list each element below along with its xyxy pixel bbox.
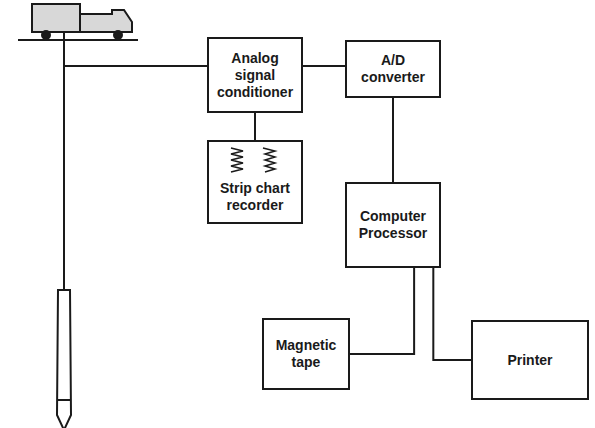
- chart-trace: [231, 148, 243, 172]
- box-label: Strip chart recorder: [215, 180, 295, 214]
- sonde-band: [57, 399, 71, 401]
- connector-line: [350, 268, 414, 354]
- process-box: Computer Processor: [345, 182, 441, 268]
- process-box: Printer: [471, 320, 589, 400]
- connector-line: [392, 98, 394, 182]
- truck-wheel: [114, 31, 122, 39]
- box-label: Computer Processor: [350, 208, 436, 242]
- chart-trace: [263, 148, 275, 172]
- box-label: Printer: [480, 352, 580, 369]
- process-box: Strip chart recorder: [207, 140, 303, 224]
- process-box: Magnetic tape: [262, 318, 350, 390]
- truck-body: [32, 4, 80, 32]
- truck-wheel: [42, 31, 50, 39]
- connector-line: [433, 268, 471, 360]
- box-label: A/D converter: [353, 52, 433, 86]
- signal-cable: [64, 65, 207, 67]
- chart-trace-icon: [225, 146, 285, 174]
- box-label: Analog signal conditioner: [215, 50, 295, 101]
- connector-line: [303, 65, 345, 67]
- process-box: A/D converter: [345, 40, 441, 98]
- truck-cab: [80, 10, 132, 32]
- connector-line: [254, 113, 256, 140]
- logging-sonde: [57, 290, 71, 428]
- box-label: Magnetic tape: [268, 337, 344, 371]
- process-box: Analog signal conditioner: [207, 37, 303, 113]
- logging-cable: [63, 32, 65, 290]
